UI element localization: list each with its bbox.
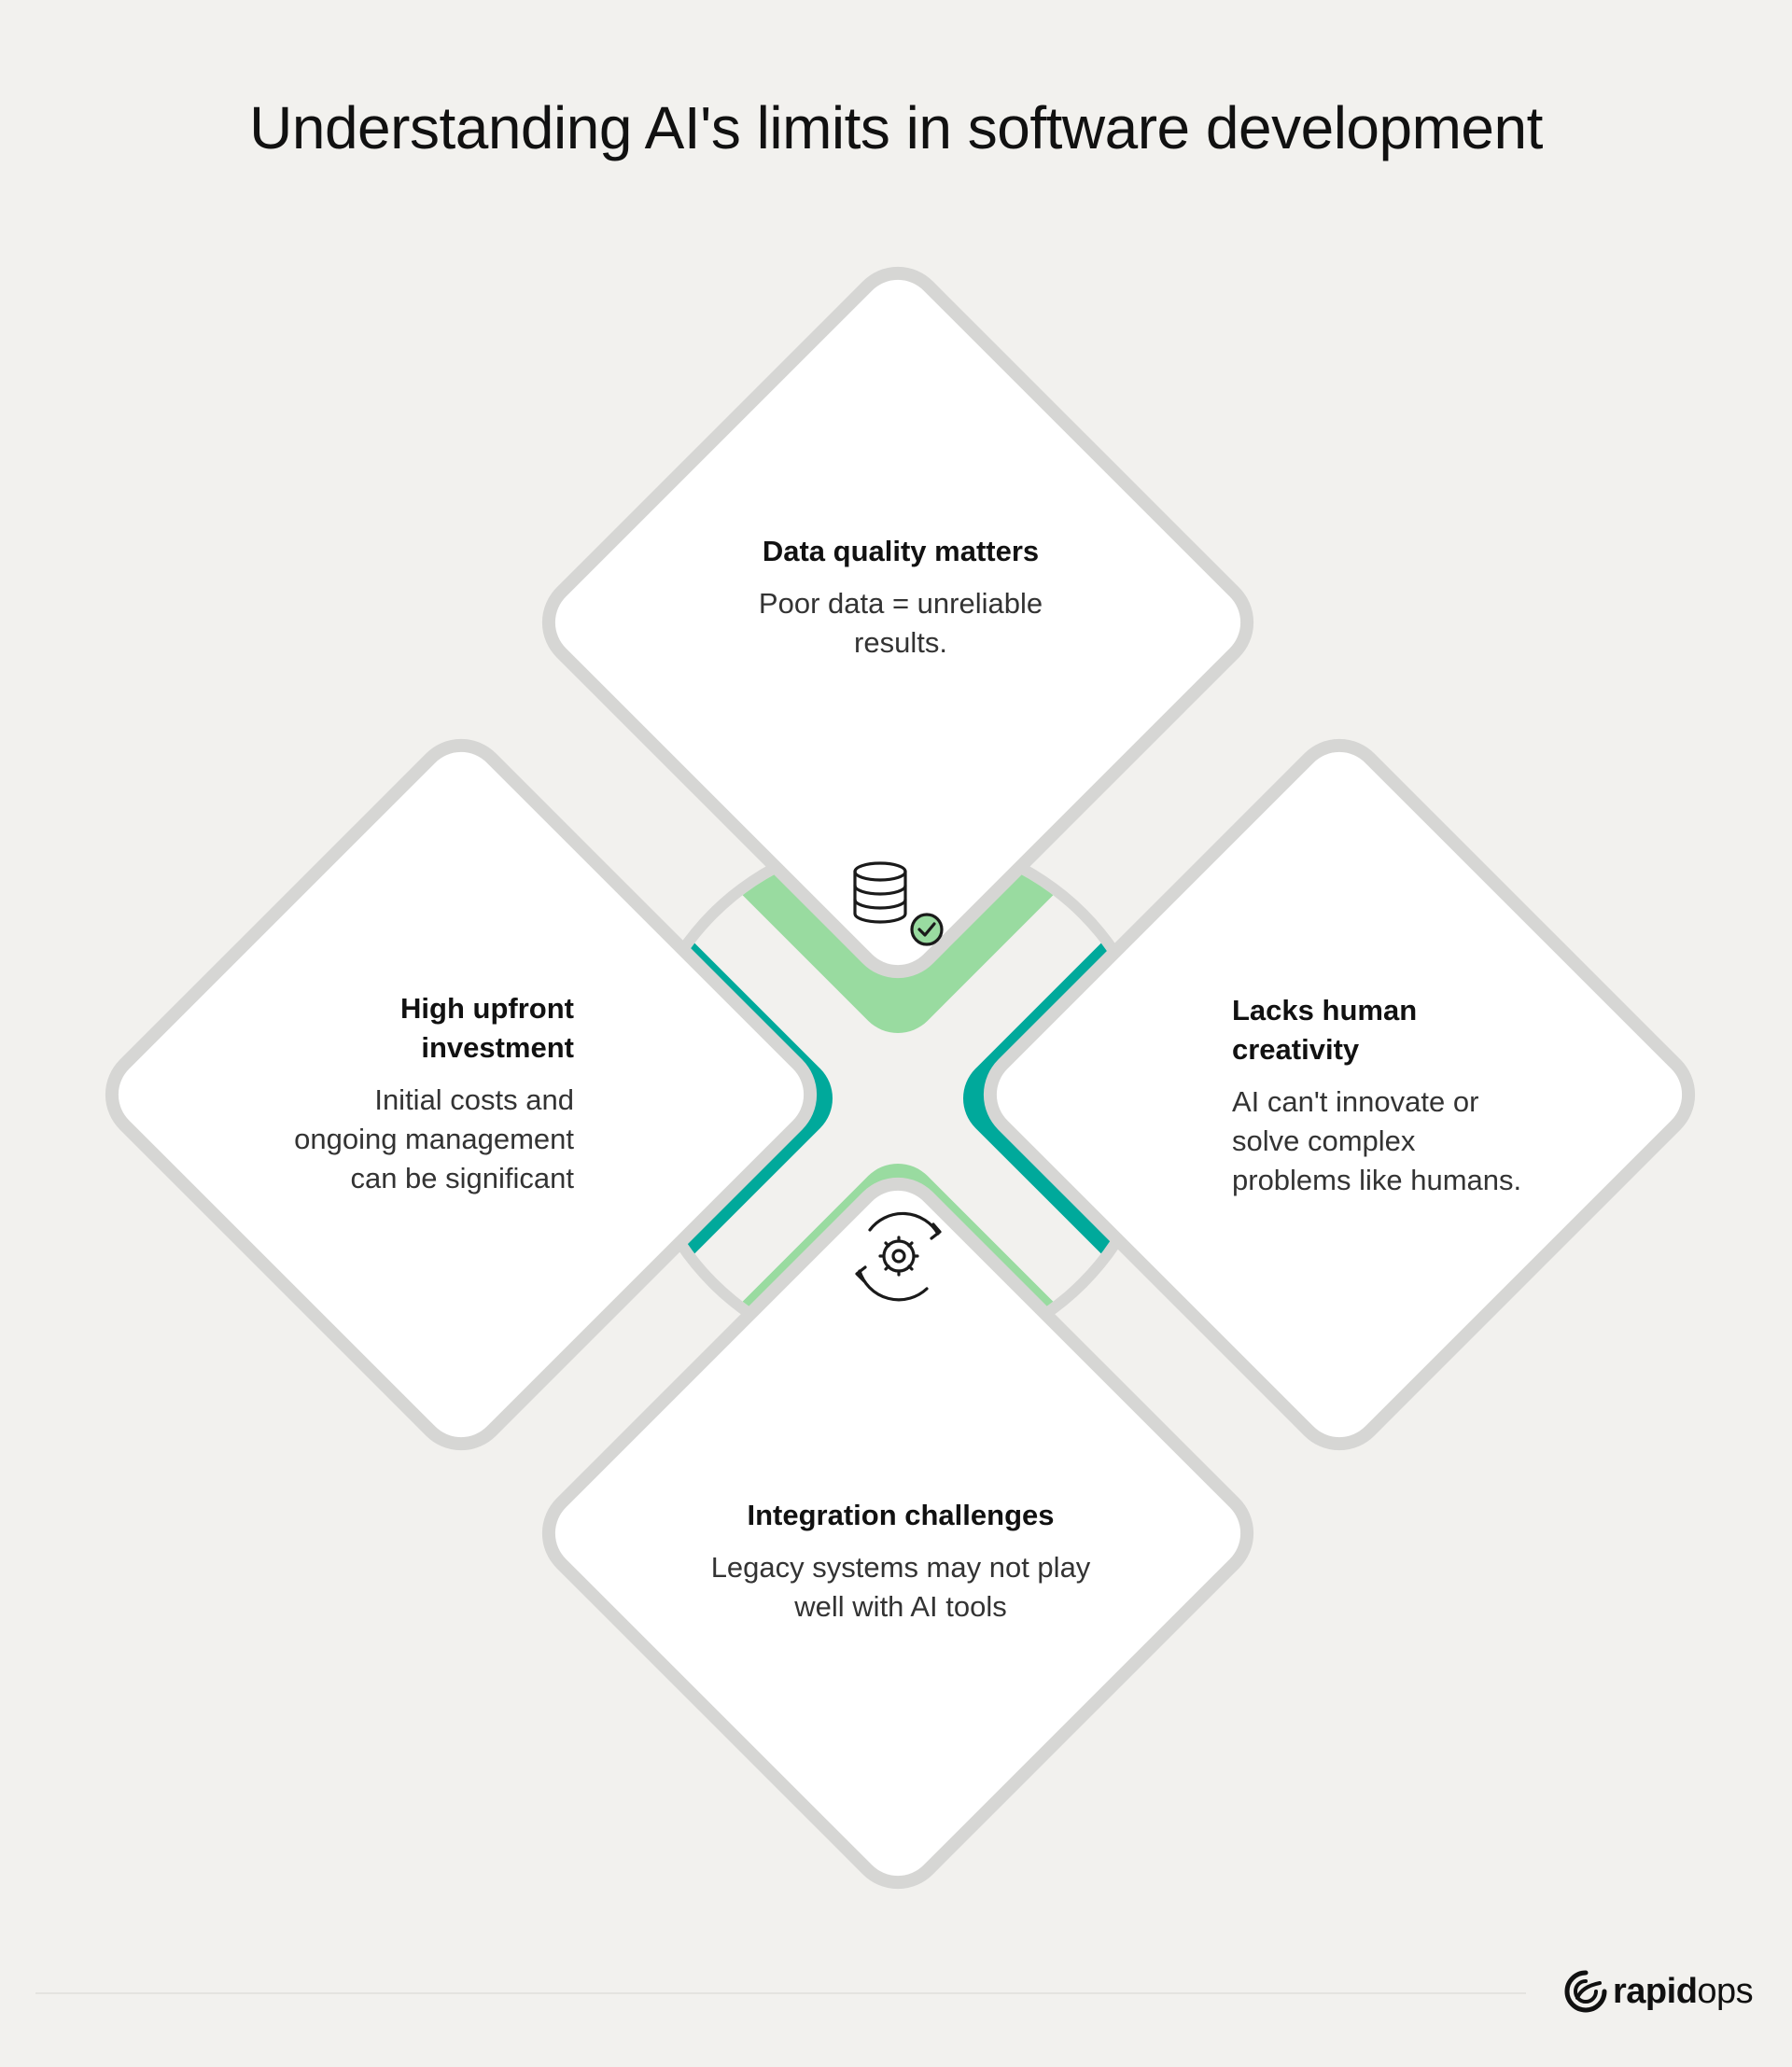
card-left-body: Initial costs and ongoing management can… — [294, 1083, 574, 1194]
database-check-icon — [853, 861, 944, 946]
brand-logo: rapidops — [1564, 1967, 1754, 2016]
logo-part1: rapid — [1613, 1971, 1698, 2011]
card-bottom-body: Legacy systems may not play well with AI… — [710, 1551, 1091, 1623]
card-right-heading: Lacks human creativity — [1232, 994, 1418, 1066]
card-top-body: Poor data = unreliable results. — [758, 587, 1043, 659]
rapidops-logo-icon — [1564, 1970, 1607, 2013]
card-top — [541, 266, 1254, 979]
card-left — [105, 738, 818, 1451]
page-title: Understanding AI's limits in software de… — [249, 94, 1543, 161]
footer-divider — [35, 1992, 1526, 1994]
card-top-heading: Data quality matters — [762, 535, 1040, 567]
card-left-heading: High upfront investment — [400, 992, 574, 1064]
logo-wordmark: rapidops — [1613, 1971, 1754, 2012]
head-pen-icon — [1036, 1050, 1121, 1136]
card-right — [983, 738, 1696, 1451]
growth-dollar-icon — [681, 1055, 769, 1140]
gear-cycle-icon — [855, 1211, 942, 1302]
card-bottom-text: Integration challenges Legacy systems ma… — [653, 1496, 1148, 1627]
card-top-text: Data quality matters Poor data = unrelia… — [653, 532, 1148, 663]
card-right-body: AI can't innovate or solve complex probl… — [1232, 1085, 1522, 1196]
card-bottom-heading: Integration challenges — [747, 1499, 1055, 1531]
card-right-text: Lacks human creativity AI can't innovate… — [1232, 991, 1577, 1200]
center-disc — [642, 843, 1154, 1354]
logo-part2: ops — [1697, 1971, 1754, 2011]
card-bottom — [541, 1177, 1254, 1890]
card-left-text: High upfront investment Initial costs an… — [233, 989, 574, 1198]
